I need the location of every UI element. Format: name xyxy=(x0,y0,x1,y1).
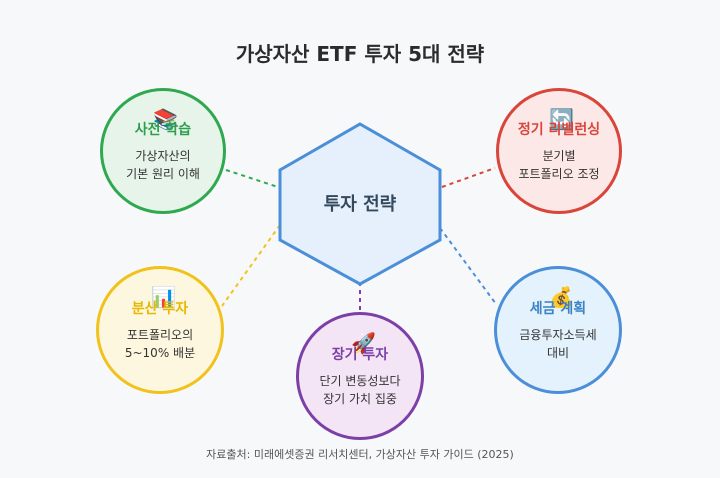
node-head: 분산 투자 xyxy=(131,301,189,317)
node-line: 대비 xyxy=(546,346,570,360)
connector-tax-plan xyxy=(439,227,497,305)
node-rebalancing: 🔄 정기 리밸런싱 분기별 포트폴리오 조정 xyxy=(496,88,622,214)
diagram-title: 가상자산 ETF 투자 5대 전략 xyxy=(235,42,485,66)
node-line: 단기 변동성보다 xyxy=(319,374,401,388)
node-head: 세금 계획 xyxy=(529,301,587,317)
node-prior-study: 📚 사전 학습 가상자산의 기본 원리 이해 xyxy=(100,88,226,214)
source-note: 자료출처: 미래에셋증권 리서치센터, 가상자산 투자 가이드 (2025) xyxy=(206,448,514,461)
node-line: 포트폴리오의 xyxy=(126,328,194,342)
connector-diversification xyxy=(221,224,281,307)
node-head: 사전 학습 xyxy=(134,122,192,138)
rocket-icon: 🚀 xyxy=(351,331,376,355)
connector-prior-study xyxy=(225,169,279,188)
node-diversification: 📊 분산 투자 포트폴리오의 5~10% 배분 xyxy=(96,266,224,394)
connector-rebalancing xyxy=(441,167,496,188)
node-line: 분기별 xyxy=(542,149,576,163)
node-line: 5~10% 배분 xyxy=(124,346,196,360)
node-head: 정기 리밸런싱 xyxy=(517,122,601,138)
node-tax-plan: 💰 세금 계획 금융투자소득세 대비 xyxy=(494,266,622,394)
refresh-icon: 🔄 xyxy=(549,107,574,131)
books-icon: 📚 xyxy=(153,107,178,131)
node-line: 포트폴리오 조정 xyxy=(518,167,600,181)
node-head: 장기 투자 xyxy=(331,347,389,363)
bar-chart-icon: 📊 xyxy=(151,285,176,309)
node-line: 장기 가치 집중 xyxy=(323,392,397,406)
node-long-term: 🚀 장기 투자 단기 변동성보다 장기 가치 집중 xyxy=(296,312,424,440)
money-bag-icon: 💰 xyxy=(549,285,574,309)
center-hexagon xyxy=(278,122,442,286)
node-line: 기본 원리 이해 xyxy=(126,167,200,181)
node-line: 가상자산의 xyxy=(135,149,191,163)
center-label: 투자 전략 xyxy=(323,194,397,215)
node-line: 금융투자소득세 xyxy=(519,328,597,342)
